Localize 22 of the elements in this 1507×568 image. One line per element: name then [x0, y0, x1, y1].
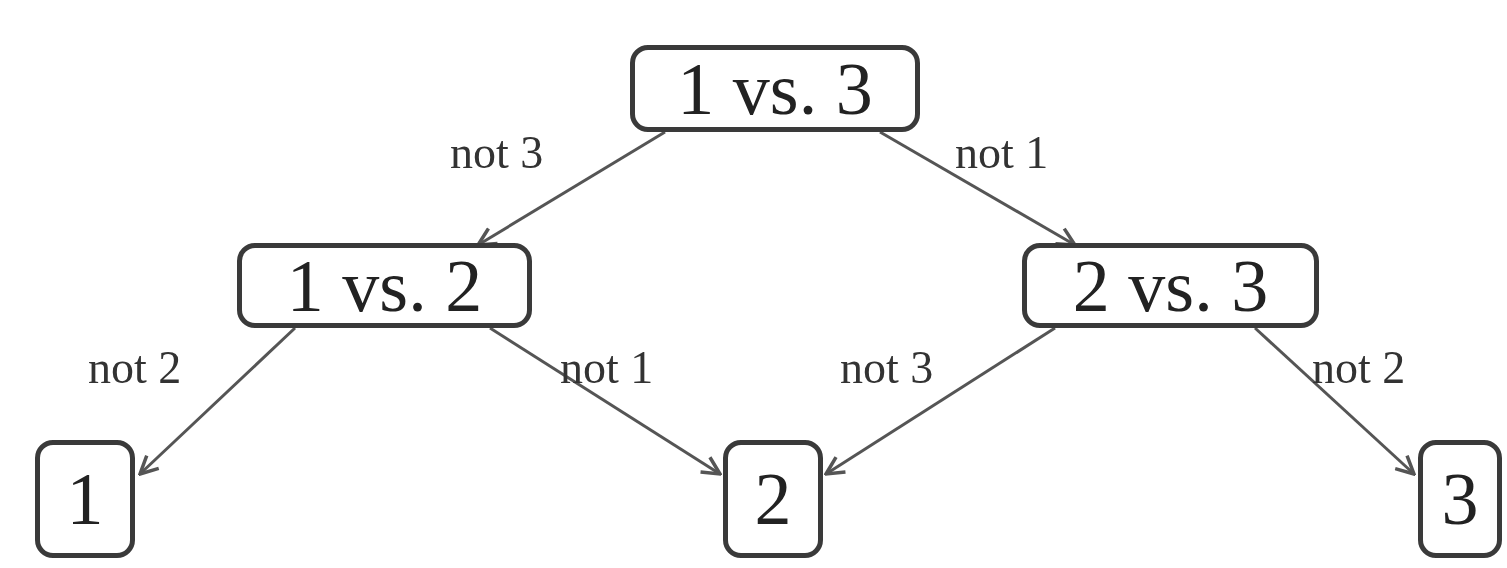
- edge-label: not 2: [88, 345, 182, 391]
- decision-box: [1418, 440, 1502, 558]
- arrow: [138, 326, 297, 476]
- node-label: 3: [1441, 462, 1479, 536]
- arrow: [1254, 326, 1416, 476]
- edge-label: not 3: [450, 130, 544, 176]
- node-label: 2 vs. 3: [1072, 248, 1269, 323]
- decision-box: [35, 440, 135, 558]
- edge-label: not 3: [840, 345, 934, 391]
- edge-label: not 2: [1312, 345, 1406, 391]
- node-label: 1 vs. 2: [286, 248, 483, 323]
- decision-box: [1022, 243, 1319, 328]
- decision-box: [630, 45, 920, 132]
- node-label: 1 vs. 3: [677, 51, 873, 126]
- edge-label: not 1: [955, 130, 1049, 176]
- decision-box: [723, 440, 823, 558]
- decision-box: [237, 243, 532, 328]
- edge-label: not 1: [560, 345, 654, 391]
- arrow: [489, 326, 722, 476]
- node-label: 1: [66, 462, 104, 536]
- arrow: [824, 326, 1056, 476]
- node-label: 2: [754, 462, 792, 536]
